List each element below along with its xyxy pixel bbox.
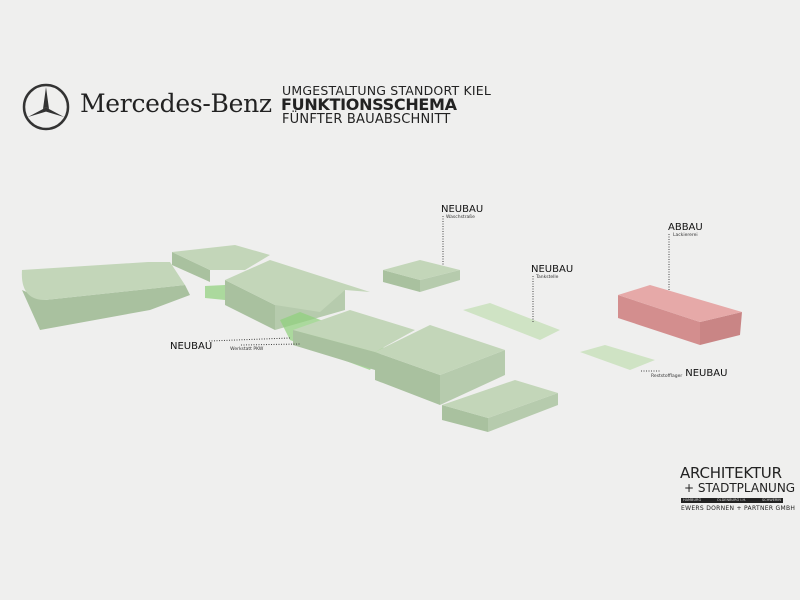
office-band: HAMBURG OLDENBURG I.H. SCHWERIN xyxy=(681,498,783,503)
building-existing-west xyxy=(21,262,190,330)
mercedes-star-logo xyxy=(22,83,70,131)
label-subtitle: Reststofflager xyxy=(651,374,683,379)
office: OLDENBURG I.H. xyxy=(716,498,747,502)
building-demolish-paintshop xyxy=(618,285,742,345)
label-subtitle: Tankstelle xyxy=(536,275,559,280)
label-subtitle: Werkstatt PKW xyxy=(230,347,264,352)
label-title: NEUBAU xyxy=(441,204,484,215)
new-connection xyxy=(205,285,225,300)
leader-lines xyxy=(208,216,670,372)
building-existing-north xyxy=(172,245,270,282)
label-title: NEUBAU xyxy=(170,341,213,352)
area-new-fuel-station xyxy=(463,303,560,340)
area-new-waste-storage xyxy=(580,345,655,370)
phase-title: FÜNFTER BAUABSCHNITT xyxy=(282,112,451,127)
label-workshop: NEUBAU Werkstatt PKW xyxy=(170,341,263,352)
project-title: UMGESTALTUNG STANDORT KIEL xyxy=(282,83,492,98)
brand-wordmark: Mercedes-Benz xyxy=(80,89,272,118)
building-existing-east xyxy=(375,325,505,405)
label-title: NEUBAU xyxy=(531,264,574,275)
label-subtitle: Lackiererei xyxy=(673,233,698,238)
label-paintshop: ABBAU Lackiererei xyxy=(668,222,703,238)
office: HAMBURG xyxy=(683,498,702,502)
building-existing-workshop xyxy=(293,310,415,370)
architect-title: ARCHITEKTUR xyxy=(680,464,782,482)
architect-company: EWERS DORNEN + PARTNER GMBH xyxy=(681,505,796,512)
building-new-carwash xyxy=(383,260,460,292)
label-waste-storage: Reststofflager NEUBAU xyxy=(651,368,727,379)
label-fuel-station: NEUBAU Tankstelle xyxy=(531,264,573,280)
office: SCHWERIN xyxy=(761,498,781,502)
label-title: NEUBAU xyxy=(685,368,728,379)
label-subtitle: Waschstraße xyxy=(446,215,475,220)
label-carwash: NEUBAU Waschstraße xyxy=(441,204,483,220)
diagram-title: FUNKTIONSSCHEMA xyxy=(281,95,457,114)
architect-subtitle: + STADTPLANUNG xyxy=(684,481,796,495)
label-title: ABBAU xyxy=(668,222,703,233)
building-existing-south xyxy=(442,380,558,432)
